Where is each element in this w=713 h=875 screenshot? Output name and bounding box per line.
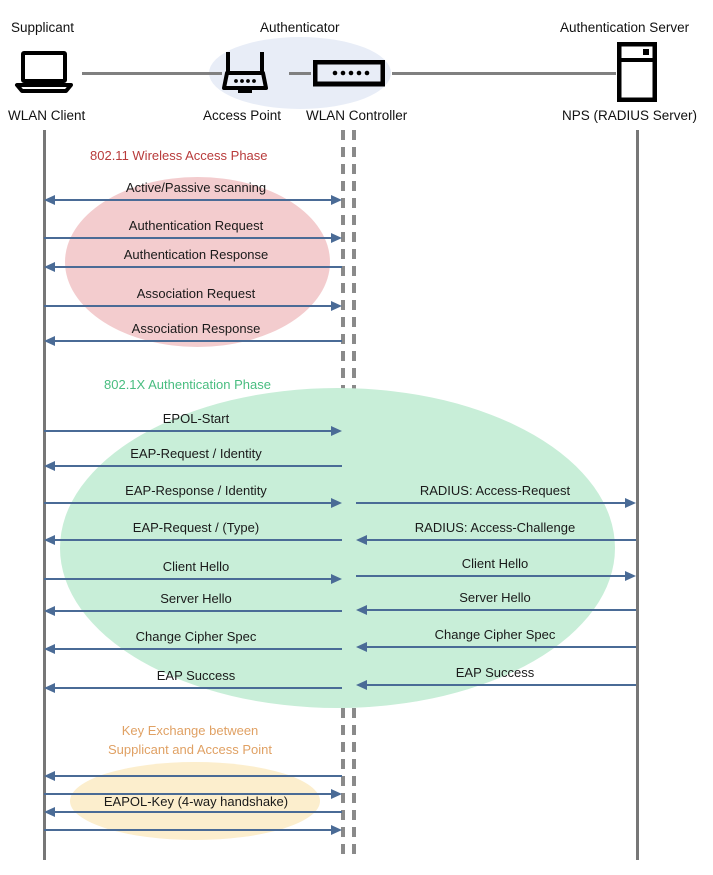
message-label: EAP Success (156, 668, 236, 683)
message-label: Client Hello (461, 556, 529, 571)
wire-ap-to-controller (289, 72, 311, 75)
message-label: RADIUS: Access-Challenge (414, 520, 576, 535)
phase-8021x-label: 802.1X Authentication Phase (104, 377, 271, 392)
message-label: EAP Success (455, 665, 535, 680)
message-label: EAPOL-Key (4-way handshake) (103, 794, 289, 809)
message-label: Active/Passive scanning (125, 180, 267, 195)
message-label: Authentication Request (128, 218, 264, 233)
message-label: EAP-Request / (Type) (132, 520, 260, 535)
message-label: Change Cipher Spec (135, 629, 257, 644)
actor-role-supplicant: Supplicant (11, 20, 75, 35)
message-label: Server Hello (160, 591, 232, 606)
actor-caption-wlan-client: WLAN Client (8, 108, 86, 123)
phase-8021x-ellipse (60, 388, 615, 708)
message-label: Server Hello (459, 590, 531, 605)
message-label: Association Response (131, 321, 261, 336)
actor-role-authentication-server: Authentication Server (560, 20, 690, 35)
phase-key-exchange-label: Key Exchange between Supplicant and Acce… (90, 721, 290, 759)
server-tower-icon (616, 41, 658, 103)
message-label: RADIUS: Access-Request (419, 483, 571, 498)
actor-role-authenticator: Authenticator (260, 20, 340, 35)
lifeline-supplicant (43, 130, 46, 860)
message-label: Association Request (136, 286, 256, 301)
message-label: EAP-Response / Identity (125, 483, 267, 498)
wire-client-to-ap (82, 72, 222, 75)
wlan-controller-icon (312, 59, 386, 87)
message-label: Change Cipher Spec (434, 627, 556, 642)
lifeline-authentication-server (636, 130, 639, 860)
phase-80211-ellipse (65, 177, 330, 347)
message-label: Authentication Response (123, 247, 269, 262)
laptop-icon (12, 50, 76, 94)
wire-controller-to-server (392, 72, 616, 75)
actor-caption-access-point: Access Point (203, 108, 282, 123)
message-label: EPOL-Start (162, 411, 230, 426)
message-label: Client Hello (162, 559, 230, 574)
phase-key-exchange-label-line2: Supplicant and Access Point (107, 742, 273, 757)
phase-key-exchange-label-line1: Key Exchange between (121, 723, 259, 738)
actor-caption-wlan-controller: WLAN Controller (306, 108, 408, 123)
phase-80211-label: 802.11 Wireless Access Phase (90, 148, 268, 163)
actor-caption-nps-radius-server: NPS (RADIUS Server) (562, 108, 698, 123)
message-label: EAP-Request / Identity (130, 446, 262, 461)
wireless-router-icon (216, 48, 274, 96)
